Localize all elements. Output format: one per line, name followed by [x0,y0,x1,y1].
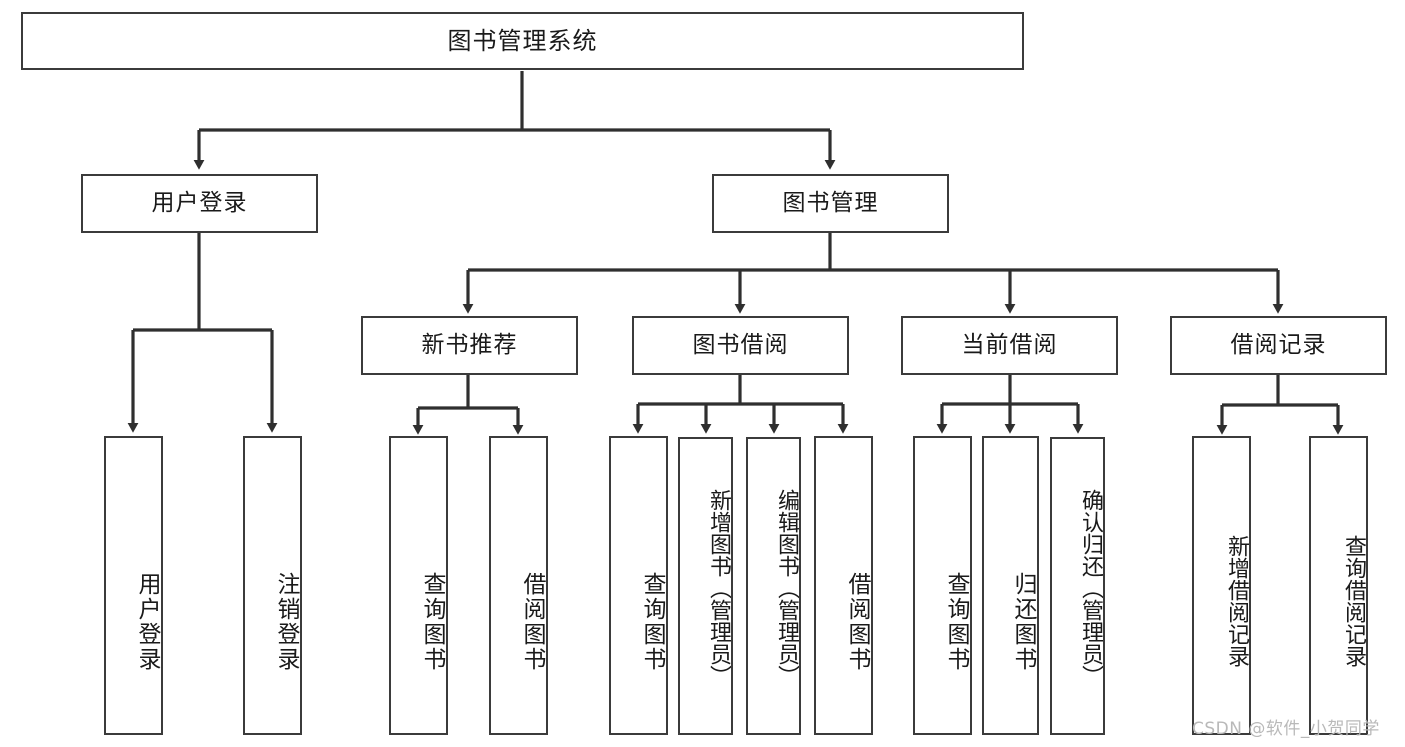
leaf-user-login[interactable]: 用户登录 [104,436,163,735]
leaf-query-book-3[interactable]: 查询图书 [913,436,972,735]
leaf-confirm-return[interactable]: 确认归还（管理员） [1050,437,1105,735]
leaf-edit-book[interactable]: 编辑图书（管理员） [746,437,801,735]
leaf-user-login-label: 用户登录 [134,571,160,672]
node-new-book-rec[interactable]: 新书推荐 [361,316,578,375]
leaf-query-book-2-label: 查询图书 [639,571,665,672]
node-current-borrow-label: 当前借阅 [961,331,1058,358]
leaf-query-book-1-label: 查询图书 [419,571,445,672]
leaf-query-record[interactable]: 查询借阅记录 [1309,436,1368,735]
leaf-add-record[interactable]: 新增借阅记录 [1192,436,1251,735]
leaf-logout-label: 注销登录 [273,571,299,672]
leaf-borrow-book-1[interactable]: 借阅图书 [489,436,548,735]
leaf-confirm-return-label: 确认归还（管理员） [1078,489,1103,687]
node-borrow-record-label: 借阅记录 [1230,331,1327,358]
leaf-return-book[interactable]: 归还图书 [982,436,1039,735]
leaf-return-book-label: 归还图书 [1010,571,1036,672]
leaf-query-record-label: 查询借阅记录 [1341,534,1366,667]
leaf-borrow-book-2[interactable]: 借阅图书 [814,436,873,735]
leaf-add-record-label: 新增借阅记录 [1224,534,1249,667]
watermark-text: CSDN @软件_小贺同学 [1192,719,1380,739]
node-new-book-rec-label: 新书推荐 [421,331,518,358]
leaf-logout[interactable]: 注销登录 [243,436,302,735]
leaf-add-book-label: 新增图书（管理员） [706,489,731,687]
node-book-borrow[interactable]: 图书借阅 [632,316,849,375]
node-root[interactable]: 图书管理系统 [21,12,1024,70]
leaf-borrow-book-1-label: 借阅图书 [519,571,545,672]
leaf-query-book-3-label: 查询图书 [943,571,969,672]
node-book-manage-label: 图书管理 [782,189,879,216]
leaf-query-book-1[interactable]: 查询图书 [389,436,448,735]
node-book-borrow-label: 图书借阅 [692,331,789,358]
node-user-login-label: 用户登录 [151,189,248,216]
node-book-manage[interactable]: 图书管理 [712,174,949,233]
node-borrow-record[interactable]: 借阅记录 [1170,316,1387,375]
leaf-add-book[interactable]: 新增图书（管理员） [678,437,733,735]
leaf-edit-book-label: 编辑图书（管理员） [774,489,799,687]
leaf-query-book-2[interactable]: 查询图书 [609,436,668,735]
leaf-borrow-book-2-label: 借阅图书 [844,571,870,672]
node-current-borrow[interactable]: 当前借阅 [901,316,1118,375]
node-user-login[interactable]: 用户登录 [81,174,318,233]
node-root-label: 图书管理系统 [447,26,598,55]
